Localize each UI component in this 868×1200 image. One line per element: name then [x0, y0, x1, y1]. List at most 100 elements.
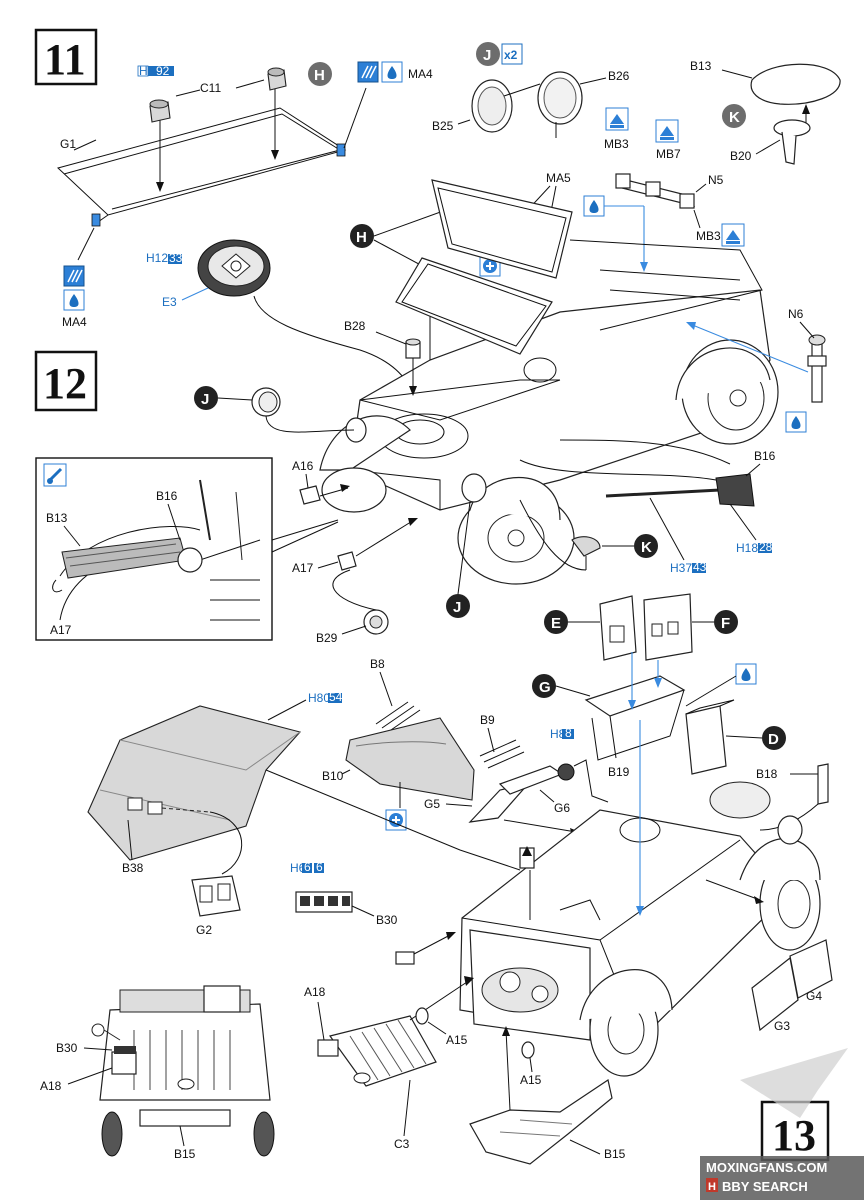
paint-drop-icon-top: [381, 61, 403, 83]
label-mb3-a: MB3: [604, 137, 629, 151]
radio-box-e: [599, 595, 637, 661]
label-b30-inset: B30: [56, 1041, 78, 1055]
label-g1: G1: [60, 137, 76, 151]
label-g6: G6: [554, 801, 570, 815]
label-b26: B26: [608, 69, 630, 83]
label-b20: B20: [730, 149, 752, 163]
instruction-f-icon: F: [714, 610, 738, 634]
radio-box-f: [643, 593, 693, 661]
label-g4: G4: [806, 989, 822, 1003]
svg-text:H: H: [139, 64, 148, 78]
seat-frame-b9: [479, 739, 525, 769]
clip-c11-right: [267, 67, 287, 91]
instruction-g-icon: G: [532, 674, 556, 698]
label-b13-inset: B13: [46, 511, 68, 525]
part-a15-right: [521, 1041, 535, 1059]
svg-text:H12: H12: [146, 251, 168, 265]
weathering-icon-left: [63, 265, 85, 287]
instruction-h-icon: H: [308, 62, 332, 86]
metal-part-icon-mb7: [655, 119, 679, 143]
paint-code-h92: H 92: [137, 64, 174, 78]
headlight-body-b26: [537, 71, 583, 138]
label-ma5: MA5: [546, 171, 571, 185]
plate-b30-small: [395, 951, 415, 965]
paint-code-h37-43: H37 43: [670, 560, 707, 575]
rear-view-inset: [91, 985, 275, 1157]
svg-text:H: H: [314, 67, 325, 84]
brush-icon: [43, 463, 67, 487]
paint-code-h12-33: H12 33: [146, 251, 183, 265]
svg-text:J: J: [201, 391, 209, 408]
window-g2: [191, 875, 241, 917]
label-b25: B25: [432, 119, 454, 133]
paint-code-h18-28: H18 28: [736, 540, 773, 555]
svg-text:H18: H18: [736, 541, 758, 555]
headlight-lens-b25: [471, 79, 513, 133]
label-a15-a: A15: [446, 1033, 468, 1047]
step-11: 11: [34, 28, 98, 86]
instruction-e-icon: E: [544, 610, 568, 634]
metal-part-icon-mb3-b: [721, 223, 745, 247]
metal-part-icon-mb3-a: [605, 107, 629, 131]
instruction-j-icon-left: J: [194, 386, 218, 410]
step-12: 12: [34, 350, 98, 412]
battery-box-d: [685, 699, 735, 775]
svg-text:J: J: [453, 599, 461, 616]
instruction-j-icon-bottom: J: [446, 594, 470, 618]
vehicle-lower-assembly: [459, 781, 821, 1077]
label-n5: N5: [708, 173, 724, 187]
label-b19: B19: [608, 765, 630, 779]
label-ma4-top: MA4: [408, 67, 433, 81]
svg-text:G: G: [539, 679, 551, 696]
label-g3: G3: [774, 1019, 790, 1033]
bar-n5: [615, 173, 695, 209]
svg-text:92: 92: [156, 64, 170, 78]
cover-b13: [750, 63, 841, 105]
instruction-k-icon-top: K: [722, 104, 746, 128]
filler-cap-b28: [405, 338, 421, 359]
step-11-number: 11: [44, 35, 86, 84]
vehicle-upper-assembly: [319, 179, 779, 585]
instruction-h-icon-mid: H: [350, 224, 374, 248]
spare-tire-e3: [197, 239, 271, 297]
x2-badge: x2: [501, 43, 523, 65]
label-b8: B8: [370, 657, 385, 671]
label-b16-inset: B16: [156, 489, 178, 503]
watermark-line1: MOXINGFANS.COM: [706, 1160, 827, 1175]
label-g2: G2: [196, 923, 212, 937]
watermark: MOXINGFANS.COM H BBY SEARCH: [700, 1048, 864, 1200]
label-b38: B38: [122, 861, 144, 875]
instruction-j-icon-top: J: [476, 42, 500, 66]
part-a16: [299, 485, 321, 505]
label-a17-main: A17: [292, 561, 314, 575]
paint-drop-icon-n6: [785, 411, 807, 433]
label-g5: G5: [424, 797, 440, 811]
grille-c3: [328, 1015, 437, 1087]
svg-text:J: J: [483, 47, 491, 64]
svg-text:43: 43: [693, 560, 707, 574]
instruction-d-icon: D: [762, 726, 786, 750]
label-b9: B9: [480, 713, 495, 727]
svg-text:x2: x2: [504, 48, 518, 62]
paint-drop-icon-rack: [735, 663, 757, 685]
paint-code-h6-6: H6 6 6: [290, 860, 324, 875]
part-b19: [557, 759, 609, 803]
svg-text:D: D: [768, 731, 779, 748]
svg-text:K: K: [729, 109, 740, 126]
label-a18-main: A18: [304, 985, 326, 999]
tail-lights-b30: [295, 891, 353, 913]
label-b30-main: B30: [376, 913, 398, 927]
plate-a18: [317, 1039, 339, 1057]
svg-text:H: H: [708, 1181, 716, 1193]
paint-code-h80-54: H80 54: [308, 690, 343, 705]
svg-text:6: 6: [304, 860, 311, 874]
label-a18-inset: A18: [40, 1079, 62, 1093]
label-b18: B18: [756, 767, 778, 781]
seat-b10: [345, 717, 475, 801]
watermark-line2: BBY SEARCH: [722, 1179, 808, 1194]
window-g4: [789, 939, 833, 999]
base-b20: [773, 119, 811, 165]
step-13-number: 13: [772, 1111, 816, 1160]
svg-text:H80: H80: [308, 691, 330, 705]
